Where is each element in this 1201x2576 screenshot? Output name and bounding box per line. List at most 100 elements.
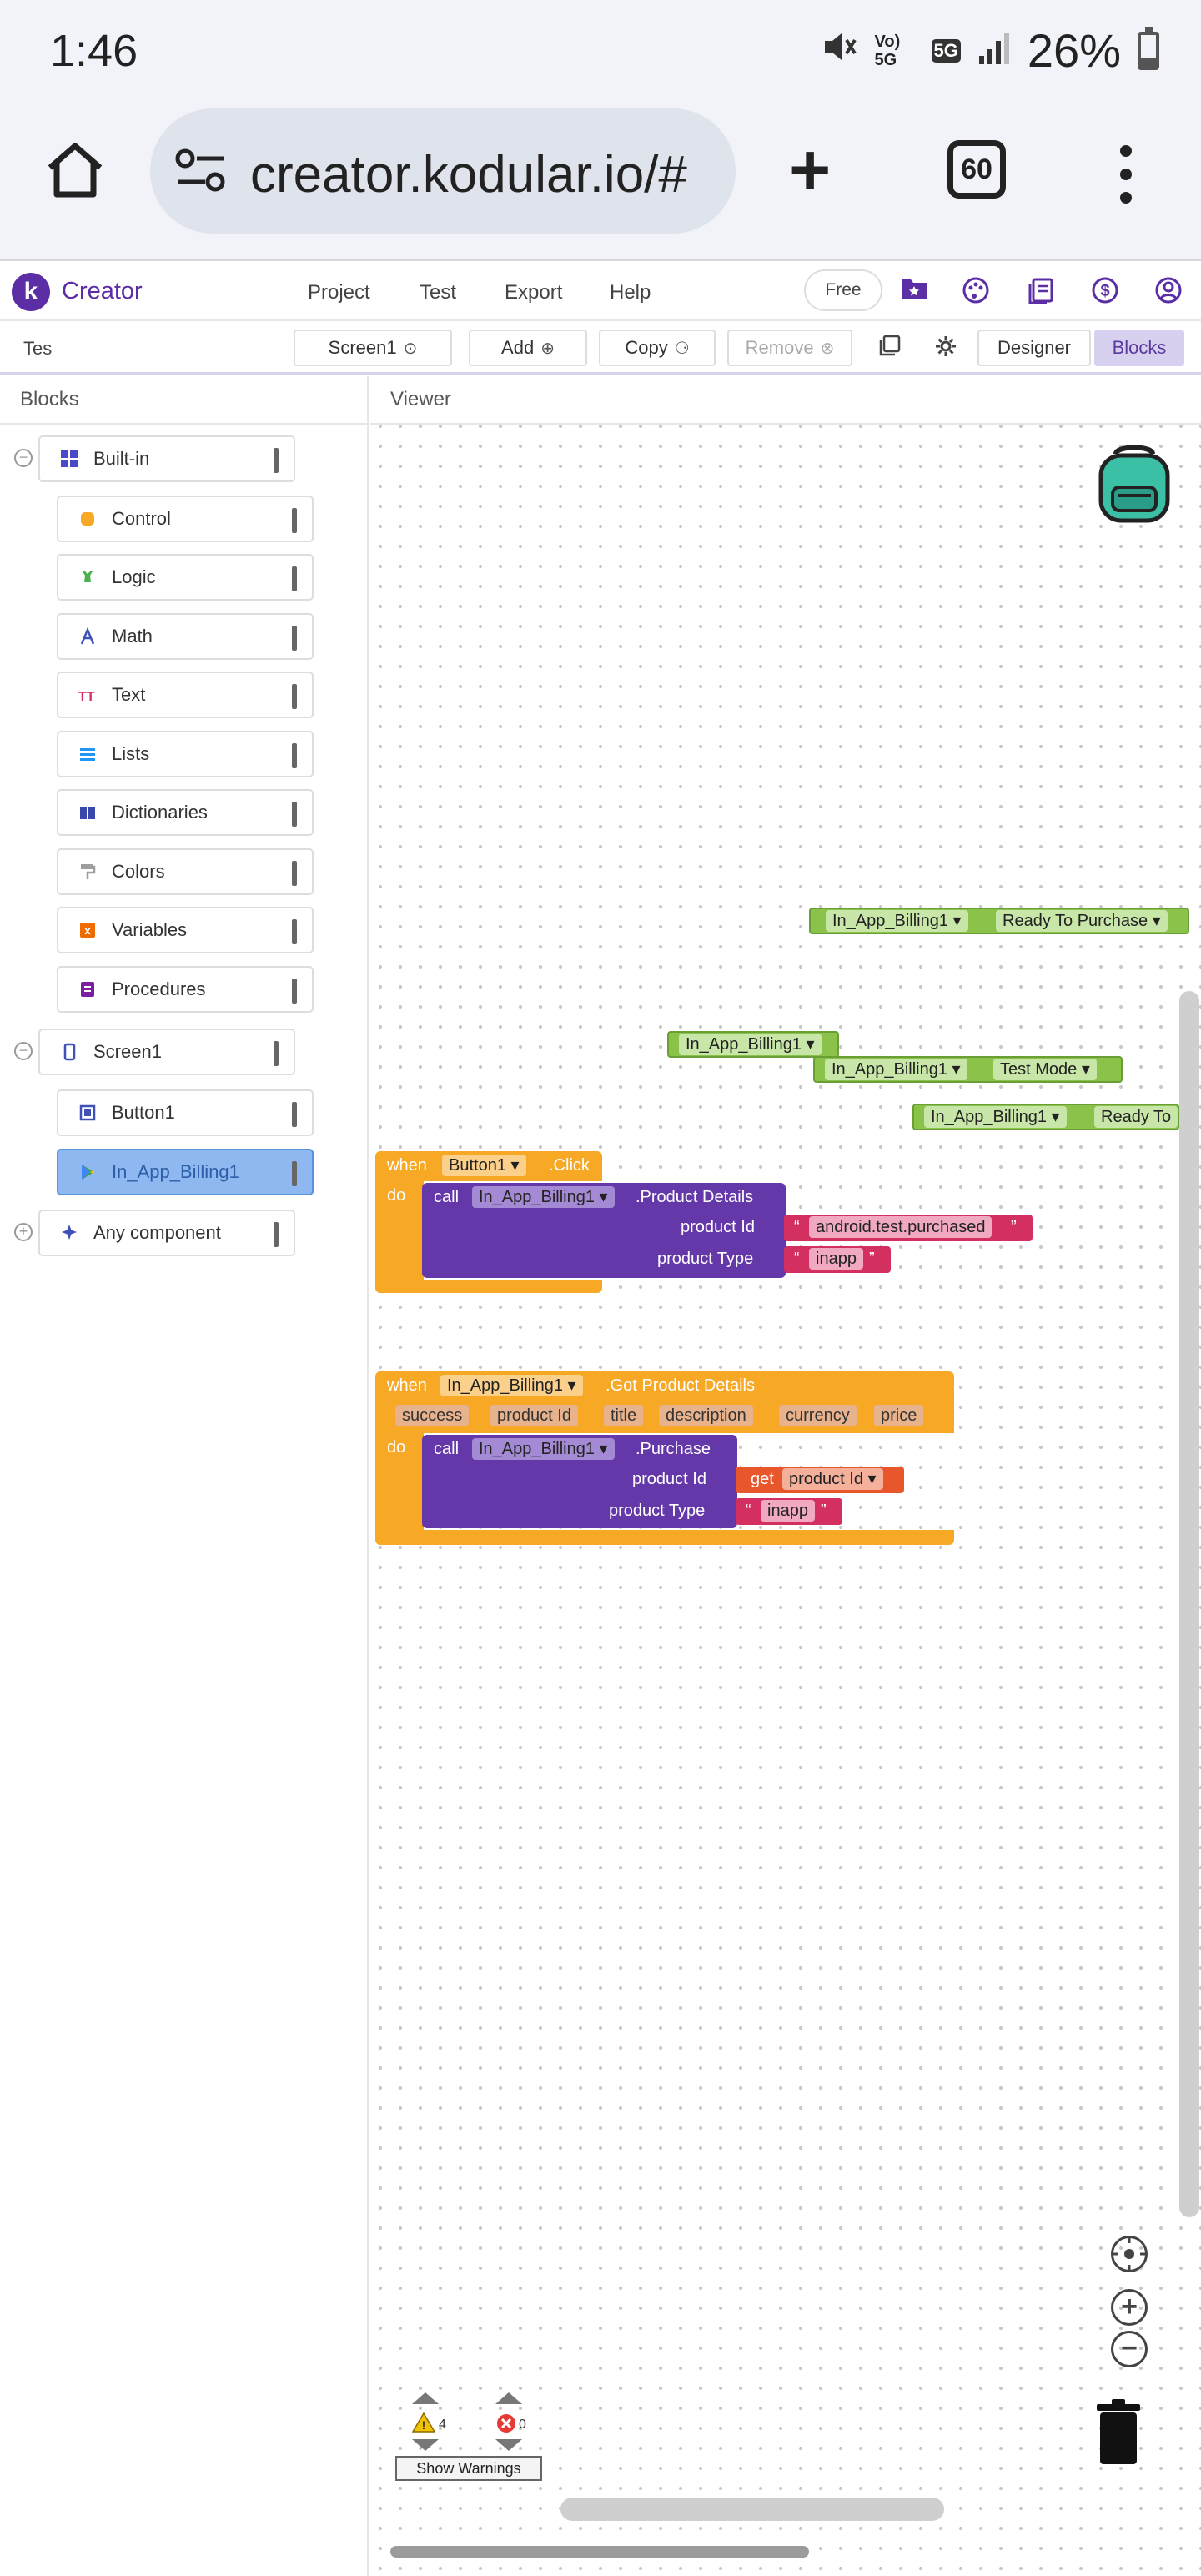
tree-any-component[interactable]: Any component bbox=[38, 1210, 295, 1256]
trash-icon[interactable] bbox=[1095, 2399, 1142, 2466]
vertical-scrollbar[interactable] bbox=[1179, 991, 1199, 2217]
call-component-dropdown[interactable]: In_App_Billing1 ▾ bbox=[472, 1438, 615, 1460]
component-dropdown[interactable]: In_App_Billing1 ▾ bbox=[825, 1059, 967, 1080]
account-icon[interactable] bbox=[1153, 276, 1183, 306]
tree-math[interactable]: Math bbox=[57, 613, 314, 660]
tree-logic[interactable]: Logic bbox=[57, 554, 314, 601]
collapse-builtin-toggle[interactable]: − bbox=[14, 449, 33, 467]
drag-handle[interactable] bbox=[292, 979, 297, 1004]
new-tab-button[interactable]: + bbox=[789, 130, 832, 210]
event-param[interactable]: price bbox=[874, 1405, 924, 1426]
menu-export[interactable]: Export bbox=[505, 281, 563, 304]
prev-warning-arrow[interactable] bbox=[412, 2392, 439, 2404]
menu-help[interactable]: Help bbox=[610, 281, 651, 304]
settings-gear-icon[interactable] bbox=[934, 335, 957, 364]
screen-selector[interactable]: Screen1 ⊙ bbox=[294, 330, 452, 366]
tree-lists[interactable]: Lists bbox=[57, 731, 314, 777]
zoom-in-button[interactable]: + bbox=[1111, 2289, 1148, 2326]
drag-handle[interactable] bbox=[292, 1102, 297, 1127]
text-string-block[interactable]: “ inapp ” bbox=[784, 1246, 891, 1273]
component-reference-block[interactable]: In_App_Billing1 ▾ bbox=[667, 1031, 839, 1058]
add-screen-button[interactable]: Add ⊕ bbox=[469, 330, 587, 366]
blocks-tab[interactable]: Blocks bbox=[1094, 330, 1184, 366]
dollar-icon[interactable]: $ bbox=[1090, 276, 1120, 306]
folder-star-icon[interactable] bbox=[899, 276, 929, 306]
tree-dictionaries[interactable]: Dictionaries bbox=[57, 789, 314, 836]
plan-badge[interactable]: Free bbox=[804, 269, 882, 311]
browser-menu-button[interactable] bbox=[1118, 145, 1134, 204]
event-param[interactable]: title bbox=[604, 1405, 644, 1426]
event-param[interactable]: currency bbox=[779, 1405, 857, 1426]
prev-error-arrow[interactable] bbox=[495, 2392, 522, 2404]
expand-any-component-toggle[interactable]: + bbox=[14, 1223, 33, 1241]
text-value-field[interactable]: inapp bbox=[761, 1500, 815, 1522]
getter-test-mode-block[interactable]: In_App_Billing1 ▾ Test Mode ▾ bbox=[813, 1056, 1123, 1083]
event-param[interactable]: product Id bbox=[490, 1405, 578, 1426]
getter-ready-to-block[interactable]: In_App_Billing1 ▾ Ready To bbox=[912, 1104, 1179, 1130]
show-warnings-button[interactable]: Show Warnings bbox=[395, 2456, 542, 2481]
recenter-button[interactable] bbox=[1111, 2236, 1148, 2272]
backpack-icon[interactable] bbox=[1093, 440, 1176, 524]
event-got-product-details-block[interactable]: when In_App_Billing1 ▾ .Got Product Deta… bbox=[375, 1371, 954, 1433]
documents-icon[interactable] bbox=[1026, 276, 1056, 306]
menu-project[interactable]: Project bbox=[308, 281, 370, 304]
event-param[interactable]: success bbox=[395, 1405, 470, 1426]
text-value-field[interactable]: inapp bbox=[809, 1248, 863, 1270]
call-product-details-block[interactable]: call In_App_Billing1 ▾ .Product Details … bbox=[422, 1183, 786, 1278]
drag-handle[interactable] bbox=[292, 802, 297, 827]
palette-icon[interactable] bbox=[961, 276, 991, 306]
zoom-out-button[interactable]: − bbox=[1111, 2331, 1148, 2367]
menu-test[interactable]: Test bbox=[420, 281, 457, 304]
property-dropdown[interactable]: Ready To Purchase ▾ bbox=[996, 910, 1168, 932]
tree-in-app-billing1[interactable]: In_App_Billing1 bbox=[57, 1149, 314, 1195]
horizontal-scrollbar[interactable] bbox=[560, 2498, 944, 2521]
component-dropdown[interactable]: In_App_Billing1 ▾ bbox=[679, 1034, 822, 1055]
drag-handle[interactable] bbox=[292, 861, 297, 886]
tree-screen1[interactable]: Screen1 bbox=[38, 1029, 295, 1075]
variable-dropdown[interactable]: product Id ▾ bbox=[782, 1468, 883, 1490]
tree-text[interactable]: TT Text bbox=[57, 672, 314, 718]
component-dropdown[interactable]: In_App_Billing1 ▾ bbox=[924, 1106, 1067, 1128]
address-bar[interactable]: creator.kodular.io/# bbox=[150, 108, 736, 234]
tree-procedures[interactable]: Procedures bbox=[57, 966, 314, 1013]
drag-handle[interactable] bbox=[292, 508, 297, 533]
drag-handle[interactable] bbox=[274, 1222, 279, 1247]
event-param[interactable]: description bbox=[659, 1405, 753, 1426]
drag-handle[interactable] bbox=[292, 919, 297, 944]
remove-screen-button[interactable]: Remove ⊗ bbox=[727, 330, 852, 366]
collapse-screen-toggle[interactable]: − bbox=[14, 1042, 33, 1060]
get-variable-block[interactable]: get product Id ▾ bbox=[736, 1467, 904, 1493]
drag-handle[interactable] bbox=[292, 566, 297, 591]
component-dropdown[interactable]: In_App_Billing1 ▾ bbox=[826, 910, 968, 932]
call-purchase-block[interactable]: call In_App_Billing1 ▾ .Purchase product… bbox=[422, 1435, 737, 1528]
site-settings-icon[interactable] bbox=[175, 148, 227, 194]
tab-switcher-button[interactable]: 60 bbox=[947, 140, 1006, 199]
drag-handle[interactable] bbox=[274, 1041, 279, 1066]
tree-variables[interactable]: x Variables bbox=[57, 907, 314, 953]
designer-tab[interactable]: Designer bbox=[977, 330, 1091, 366]
event-button1-click-block[interactable]: when Button1 ▾ .Click bbox=[375, 1151, 602, 1181]
drag-handle[interactable] bbox=[292, 626, 297, 651]
tree-control[interactable]: Control bbox=[57, 496, 314, 542]
home-button[interactable] bbox=[42, 136, 108, 203]
tree-builtin[interactable]: Built-in bbox=[38, 435, 295, 482]
drag-handle[interactable] bbox=[292, 684, 297, 709]
drag-handle[interactable] bbox=[292, 1161, 297, 1186]
drag-handle[interactable] bbox=[292, 743, 297, 768]
navigation-gesture-bar[interactable] bbox=[390, 2546, 809, 2558]
text-string-block[interactable]: “ inapp ” bbox=[736, 1498, 842, 1525]
event-component-dropdown[interactable]: Button1 ▾ bbox=[442, 1155, 526, 1176]
tree-button1[interactable]: Button1 bbox=[57, 1089, 314, 1136]
call-component-dropdown[interactable]: In_App_Billing1 ▾ bbox=[472, 1186, 615, 1208]
property-dropdown[interactable]: Ready To bbox=[1094, 1106, 1178, 1128]
text-string-block[interactable]: “ android.test.purchased ” bbox=[784, 1215, 1033, 1241]
text-value-field[interactable]: android.test.purchased bbox=[809, 1216, 992, 1238]
property-dropdown[interactable]: Test Mode ▾ bbox=[993, 1059, 1097, 1080]
tree-colors[interactable]: Colors bbox=[57, 848, 314, 895]
getter-ready-to-purchase-block[interactable]: In_App_Billing1 ▾ Ready To Purchase ▾ bbox=[809, 908, 1189, 934]
next-warning-arrow[interactable] bbox=[412, 2439, 439, 2451]
event-component-dropdown[interactable]: In_App_Billing1 ▾ bbox=[440, 1375, 583, 1396]
next-error-arrow[interactable] bbox=[495, 2439, 522, 2451]
gallery-icon[interactable] bbox=[879, 335, 901, 362]
drag-handle[interactable] bbox=[274, 448, 279, 473]
